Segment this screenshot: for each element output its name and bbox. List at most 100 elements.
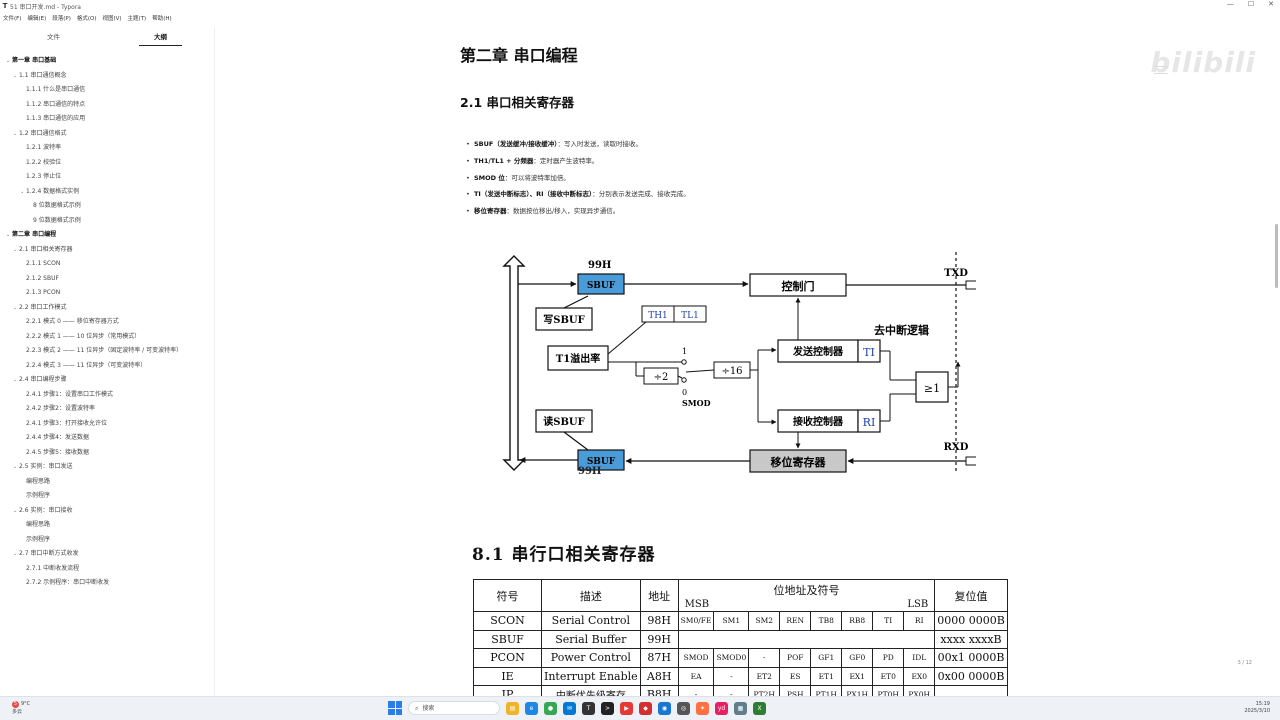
outline-item[interactable]: ⌄第二章 串口编程 <box>0 228 214 243</box>
outline-item[interactable]: 2.1.3 PCON <box>0 286 214 301</box>
smod-label: SMOD <box>682 398 711 408</box>
camera-app-icon[interactable]: ◎ <box>677 701 690 715</box>
cell-bit: ET2 <box>748 666 781 686</box>
chevron-down-icon[interactable]: ⌄ <box>6 58 11 64</box>
outline-item[interactable]: 1.2.2 校验位 <box>0 156 214 171</box>
outline-item-label: 2.4.2 步骤2：设置波特率 <box>26 405 95 412</box>
chevron-down-icon[interactable]: ⌄ <box>6 232 11 238</box>
chrome-app-icon[interactable]: ● <box>544 701 557 715</box>
menu-icon <box>1154 66 1168 74</box>
outline-item[interactable]: ⌄2.6 实例：串口接收 <box>0 504 214 519</box>
outline-item-label: 1.2.4 数据格式实例 <box>26 187 80 195</box>
app-orange-icon[interactable]: ✦ <box>696 701 709 715</box>
youdao-app-icon[interactable]: yd <box>715 701 728 715</box>
outline-item[interactable]: ⌄1.1 串口通信概念 <box>0 69 214 84</box>
edge-app-icon[interactable]: e <box>525 701 538 715</box>
system-clock[interactable]: 15:19 2025/3/10 <box>1244 701 1270 715</box>
app-blue-icon[interactable]: ◉ <box>658 701 671 715</box>
chevron-down-icon[interactable]: ⌄ <box>13 377 18 383</box>
outline-item[interactable]: ⌄2.7 串口中断方式收发 <box>0 547 214 562</box>
outline-item[interactable]: 2.7.1 中断收发流程 <box>0 562 214 577</box>
files-app-icon[interactable]: ▤ <box>506 701 519 715</box>
switch-one-label: 1 <box>682 347 687 356</box>
chevron-down-icon[interactable]: ⌄ <box>13 130 18 137</box>
outline-item[interactable]: 2.4.1 步骤3：打开接收允许位 <box>0 417 214 432</box>
cell-description: Serial Control <box>541 611 641 631</box>
outline-item[interactable]: 1.2.1 波特率 <box>0 141 214 156</box>
menu-view[interactable]: 视图(V) <box>102 16 122 22</box>
outline-item[interactable]: 示例程序 <box>0 489 214 504</box>
chevron-down-icon[interactable]: ⌄ <box>13 304 18 311</box>
cell-bit: POF <box>779 648 812 668</box>
outline-item[interactable]: 2.1.2 SBUF <box>0 272 214 287</box>
app-grid-icon[interactable]: ▦ <box>734 701 747 715</box>
outline-item[interactable]: 2.4.5 步骤5：接收数据 <box>0 446 214 461</box>
cell-reset: 00x1 0000B <box>934 648 1008 668</box>
menu-file[interactable]: 文件(F) <box>3 16 22 22</box>
outline-item[interactable]: 2.1.1 SCON <box>0 257 214 272</box>
outline-item[interactable]: 2.4.4 步骤4：发送数据 <box>0 431 214 446</box>
outline-item[interactable]: 2.4.2 步骤2：设置波特率 <box>0 402 214 417</box>
outline-item[interactable]: 2.2.1 模式 0 —— 移位寄存器方式 <box>0 315 214 330</box>
taskbar-search[interactable]: ⌕ 搜索 <box>408 701 500 715</box>
outline-item[interactable]: 2.7.2 示例程序：串口中断收发 <box>0 576 214 591</box>
menu-paragraph[interactable]: 段落(P) <box>52 16 71 22</box>
outline-item[interactable]: 编程思路 <box>0 475 214 490</box>
outline-item[interactable]: ⌄1.2 串口通信格式 <box>0 127 214 142</box>
outline-item-label: 2.1.1 SCON <box>26 260 61 267</box>
header-symbol: 符号 <box>473 579 542 612</box>
outline-item[interactable]: 8 位数据格式示例 <box>0 199 214 214</box>
outline-item[interactable]: 2.2.2 模式 1 —— 10 位异步（常用模式） <box>0 330 214 345</box>
chevron-down-icon[interactable]: ⌄ <box>13 507 18 514</box>
outline-item[interactable]: 1.1.2 串口通信的特点 <box>0 98 214 113</box>
excel-app-icon[interactable]: X <box>753 701 766 715</box>
outline-item[interactable]: 1.2.3 停止位 <box>0 170 214 185</box>
document-area[interactable]: bilibili 第二章 串口编程 2.1 串口相关寄存器 SBUF（发送缓冲/… <box>216 24 1280 696</box>
outline-item[interactable]: 2.2.4 模式 3 —— 11 位异步（可变波特率） <box>0 359 214 374</box>
media-app-icon[interactable]: ▶ <box>620 701 633 715</box>
outline-item[interactable]: 2.4.1 步骤1：设置串口工作模式 <box>0 388 214 403</box>
outline-item[interactable]: ⌄2.5 实例：串口发送 <box>0 460 214 475</box>
menu-edit[interactable]: 编辑(E) <box>27 16 47 22</box>
outline-item[interactable]: 1.1.1 什么是串口通信 <box>0 83 214 98</box>
minimize-icon[interactable]: — <box>1226 0 1234 8</box>
section-8-1-heading: 8.1 串行口相关寄存器 <box>472 545 656 565</box>
ti-label: TI <box>863 346 875 359</box>
menu-help[interactable]: 帮助(H) <box>152 16 172 22</box>
chevron-down-icon[interactable]: ⌄ <box>13 246 18 253</box>
tab-files[interactable]: 文件 <box>47 33 60 41</box>
typora-app-icon[interactable]: T <box>582 701 595 715</box>
tab-outline[interactable]: 大纲 <box>107 28 214 46</box>
mail-app-icon[interactable]: ✉ <box>563 701 576 715</box>
outline-item[interactable]: 2.2.3 模式 2 —— 11 位异步（固定波特率 / 可变波特率） <box>0 344 214 359</box>
outline-item[interactable]: ⌄2.4 串口编程步骤 <box>0 373 214 388</box>
chevron-down-icon[interactable]: ⌄ <box>13 72 18 79</box>
outline-item-label: 示例程序 <box>26 492 51 499</box>
outline-item[interactable]: 编程思路 <box>0 518 214 533</box>
close-icon[interactable]: ✕ <box>1268 0 1274 8</box>
chevron-down-icon[interactable]: ⌄ <box>13 464 18 470</box>
app-red-icon[interactable]: ◆ <box>639 701 652 715</box>
cell-bit: GF0 <box>841 648 874 668</box>
outline-item[interactable]: 9 位数据格式示例 <box>0 214 214 229</box>
outline-item[interactable]: ⌄2.2 串口工作模式 <box>0 301 214 316</box>
scrollbar-thumb[interactable] <box>1275 224 1278 288</box>
chevron-down-icon[interactable]: ⌄ <box>20 188 25 195</box>
menu-theme[interactable]: 主题(T) <box>127 16 147 22</box>
terminal-app-icon[interactable]: > <box>601 701 614 715</box>
outline-item[interactable]: ⌄第一章 串口基础 <box>0 54 214 69</box>
maximize-icon[interactable]: ☐ <box>1247 0 1255 8</box>
outline-item[interactable]: ⌄2.1 串口相关寄存器 <box>0 243 214 258</box>
outline-item[interactable]: 示例程序 <box>0 533 214 548</box>
outline-item[interactable]: 1.1.3 串口通信的应用 <box>0 112 214 127</box>
outline-item-label: 8 位数据格式示例 <box>33 202 81 209</box>
outline-item[interactable]: ⌄1.2.4 数据格式实例 <box>0 185 214 200</box>
window-titlebar: T 51 串口开发.md - Typora — ☐ ✕ <box>0 0 1280 12</box>
menu-format[interactable]: 格式(O) <box>76 16 97 22</box>
windows-start-icon[interactable] <box>388 701 402 715</box>
chevron-down-icon[interactable]: ⌄ <box>13 551 18 557</box>
